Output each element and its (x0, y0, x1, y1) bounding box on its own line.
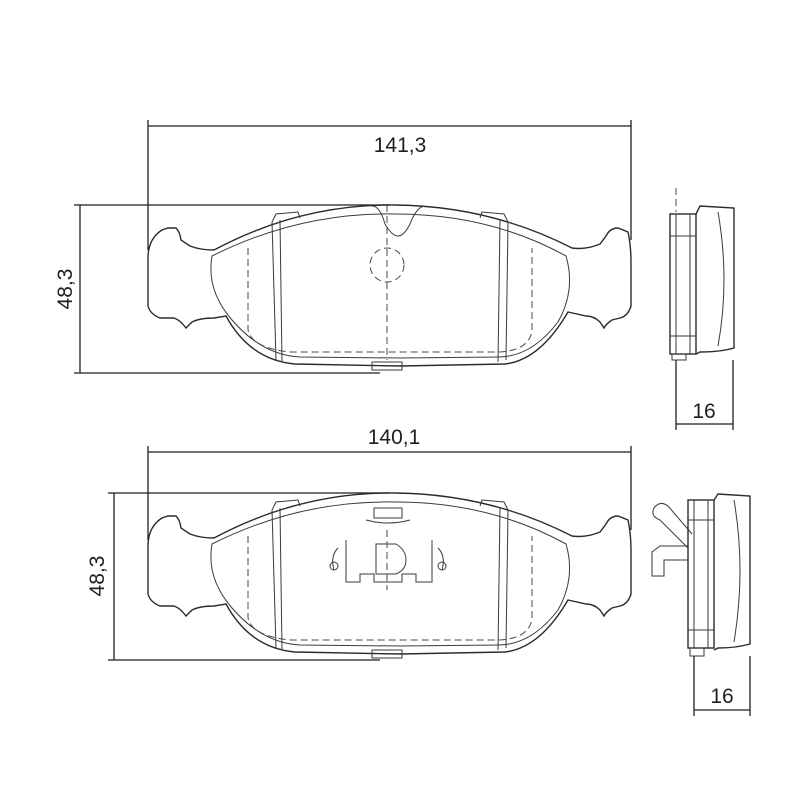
top-height-label: 48,3 (54, 269, 77, 310)
top-side-friction (695, 205, 735, 355)
top-backing-plate (147, 204, 632, 367)
bottom-width-label: 140,1 (368, 426, 421, 449)
bottom-pad-side-view (651, 493, 751, 657)
top-width-dimension: 141,3 (147, 120, 632, 250)
bottom-side-friction (713, 493, 751, 651)
bottom-side-backing (687, 499, 715, 649)
bottom-friction-outline (210, 501, 571, 647)
bottom-center-sensor (375, 543, 407, 575)
top-pad-front-view (147, 204, 632, 371)
bottom-pad-front-view (147, 492, 632, 659)
bottom-side-spring (652, 502, 693, 549)
bottom-height-label: 48,3 (86, 556, 109, 597)
bottom-thickness-dimension: 16 (693, 656, 751, 716)
bottom-friction-dashed (247, 536, 533, 641)
top-pad-side-view (669, 188, 735, 361)
bottom-thickness-label: 16 (710, 685, 733, 708)
top-height-dimension: 48,3 (54, 204, 390, 374)
top-side-backing (669, 213, 697, 355)
bottom-width-dimension: 140,1 (147, 426, 632, 540)
top-thickness-dimension: 16 (675, 360, 734, 430)
top-friction-dashed (247, 248, 533, 353)
top-thickness-label: 16 (692, 400, 715, 423)
bottom-height-dimension: 48,3 (86, 492, 390, 661)
top-friction-outline (210, 213, 571, 359)
bottom-spring-clip (345, 540, 433, 583)
top-width-label: 141,3 (374, 134, 427, 157)
bottom-backing-plate (147, 492, 632, 655)
